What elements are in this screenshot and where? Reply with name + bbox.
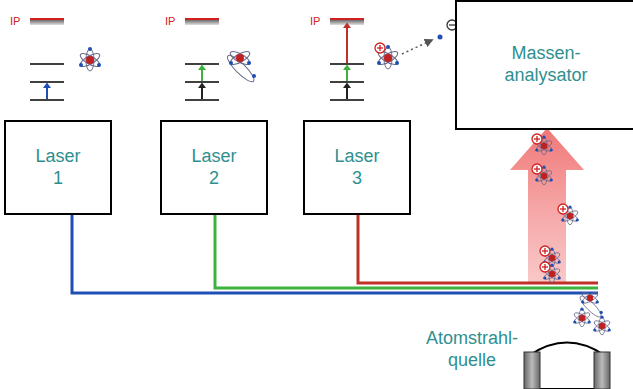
atom-symbol	[78, 47, 101, 71]
laser-box: Laser 1	[4, 120, 112, 215]
atom-source	[524, 343, 610, 389]
node-text: Laser 1	[28, 146, 88, 189]
energy-level-scheme	[330, 19, 364, 100]
atom-symbol	[224, 49, 257, 85]
ionization-potential-label: IP	[165, 16, 175, 27]
node-text: Atomstrahl- quelle	[416, 328, 528, 371]
positive-charge-symbol	[532, 134, 542, 144]
source-label: Atomstrahl- quelle	[408, 318, 536, 382]
ionization-potential-label: IP	[310, 16, 320, 27]
positive-charge-symbol	[532, 164, 542, 174]
laser-beam	[215, 215, 598, 288]
ion-beam-arrow	[510, 128, 584, 282]
atom-symbol	[535, 136, 553, 155]
atom-symbol	[593, 316, 611, 335]
mass-analyzer-box: Massen- analysator	[455, 0, 633, 130]
node-text: Laser 2	[184, 146, 244, 189]
laser-beam	[72, 215, 598, 293]
atom-symbol	[561, 206, 579, 225]
laser-box: Laser 3	[303, 120, 411, 215]
positive-charge-symbol	[375, 43, 385, 53]
atom-symbol	[543, 264, 561, 283]
positive-charge-symbol	[558, 204, 568, 214]
node-text: Massen- analysator	[491, 43, 601, 86]
atom-symbol	[376, 45, 399, 69]
electron	[438, 35, 443, 40]
positive-charge-symbol	[540, 246, 550, 256]
energy-level-scheme	[185, 19, 219, 100]
atom-symbol	[573, 308, 591, 327]
energy-level-scheme	[30, 19, 64, 100]
node-text: Laser 3	[327, 146, 387, 189]
ionization-potential-label: IP	[10, 16, 20, 27]
electron-path	[402, 40, 432, 54]
laser-box: Laser 2	[160, 120, 268, 215]
laser-beam	[358, 215, 598, 283]
positive-charge-symbol	[540, 262, 550, 272]
atom-symbol	[535, 166, 553, 185]
